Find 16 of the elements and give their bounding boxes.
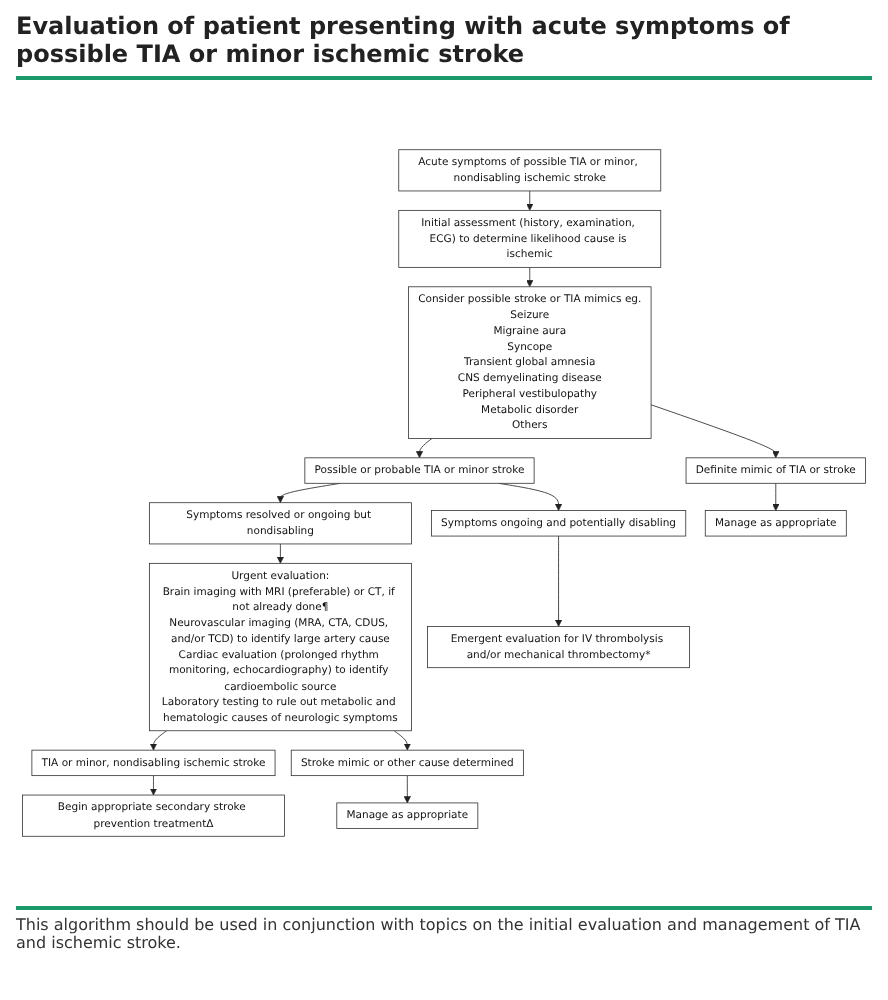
node-box — [685, 457, 866, 484]
node-box — [31, 749, 276, 777]
node-box — [149, 502, 412, 545]
node-box — [398, 149, 662, 192]
node-box — [427, 626, 690, 669]
node-box — [408, 286, 652, 439]
node-box — [398, 209, 662, 268]
node-box — [704, 510, 847, 537]
node-box — [149, 562, 412, 732]
diagram-title: Evaluation of patient presenting with acute symptoms of possible TIA or minor ischemic stroke — [16, 12, 872, 80]
node-box — [431, 510, 687, 537]
node-box — [290, 749, 524, 777]
caption-text: This algorithm should be used in conjunction with topics on the initial evaluation and management of TIA and ischemic stroke. — [16, 906, 872, 952]
node-box — [304, 457, 535, 484]
node-box — [22, 794, 285, 837]
node-box — [336, 802, 479, 829]
